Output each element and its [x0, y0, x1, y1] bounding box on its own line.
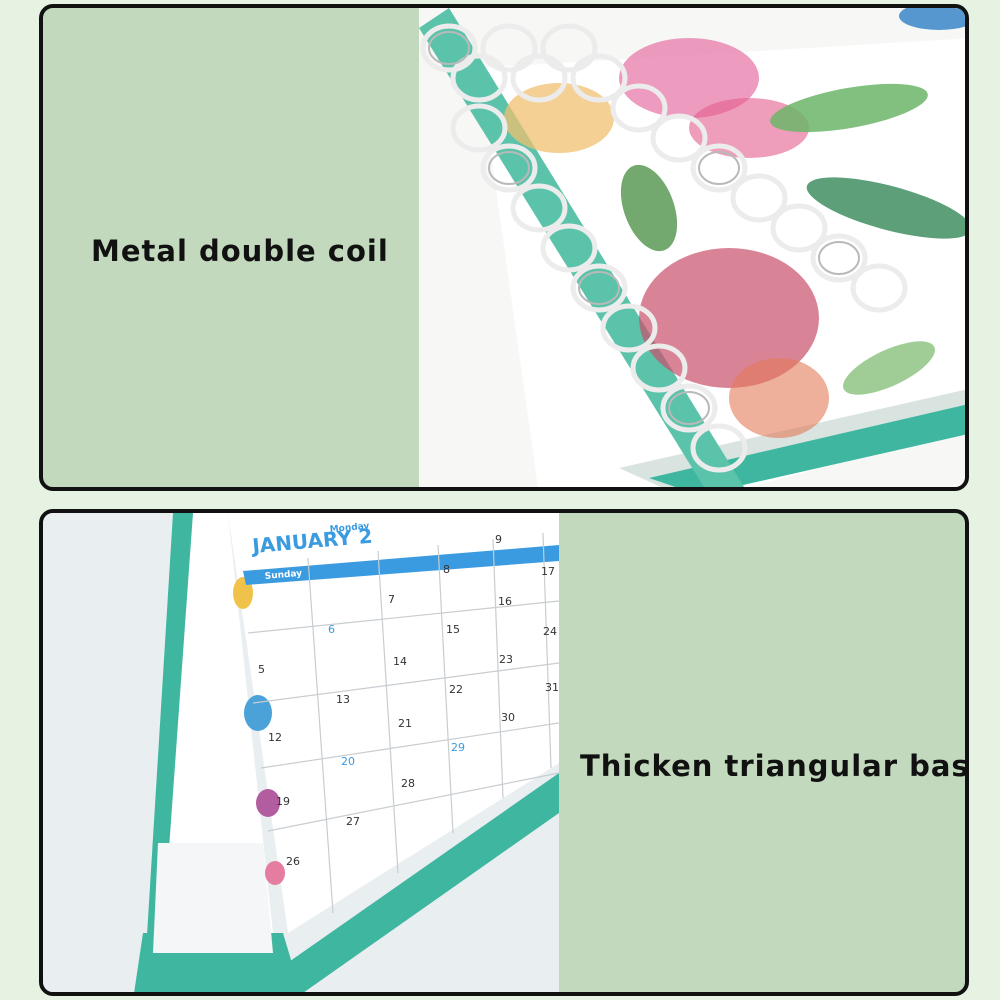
date-14: 14 — [393, 655, 407, 668]
date-21: 21 — [398, 717, 412, 730]
date-7: 7 — [388, 593, 395, 606]
date-13: 13 — [336, 693, 350, 706]
coil-photo — [419, 8, 965, 487]
date-6: 6 — [328, 623, 335, 636]
date-15: 15 — [446, 623, 460, 636]
date-9: 9 — [495, 533, 502, 546]
date-8: 8 — [443, 563, 450, 576]
date-16: 16 — [498, 595, 512, 608]
panel-metal-coil: Metal double coil — [39, 4, 969, 491]
caption-metal-double-coil: Metal double coil — [91, 234, 389, 268]
date-12: 12 — [268, 731, 282, 744]
date-22: 22 — [449, 683, 463, 696]
weekday-sunday: Sunday — [264, 569, 302, 582]
coil-illustration — [419, 8, 965, 487]
date-29: 29 — [451, 741, 465, 754]
calendar-photo: JANUARY 2 Sunday Monday 5 6 7 8 — [43, 513, 559, 992]
calendar-illustration: JANUARY 2 Sunday Monday 5 6 7 8 — [134, 513, 559, 992]
date-24: 24 — [543, 625, 557, 638]
date-26: 26 — [286, 855, 300, 868]
date-27: 27 — [346, 815, 360, 828]
date-31: 31 — [545, 681, 559, 694]
date-23: 23 — [499, 653, 513, 666]
weekday-monday: Monday — [329, 522, 370, 535]
date-5: 5 — [258, 663, 265, 676]
panel-triangular-base: JANUARY 2 Sunday Monday 5 6 7 8 — [39, 509, 969, 996]
date-28: 28 — [401, 777, 415, 790]
date-20: 20 — [341, 755, 355, 768]
date-17: 17 — [541, 565, 555, 578]
caption-thicken-triangular-base: Thicken triangular base — [580, 749, 969, 783]
date-19: 19 — [276, 795, 290, 808]
date-30: 30 — [501, 711, 515, 724]
